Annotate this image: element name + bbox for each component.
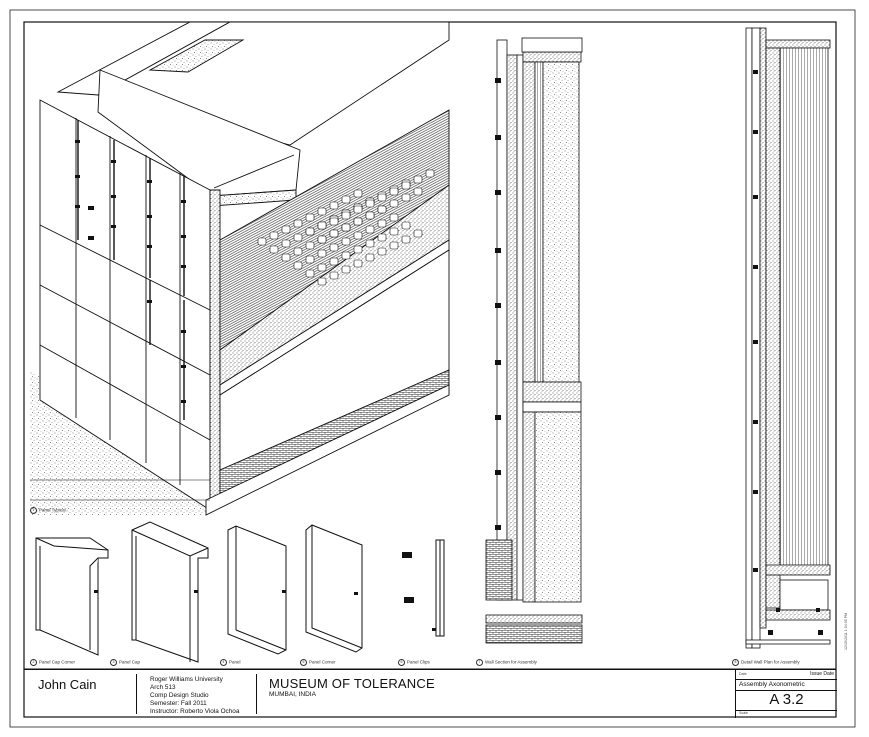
- title-block: John Cain Roger Williams University Arch…: [24, 669, 837, 718]
- author-name: John Cain: [38, 677, 97, 692]
- sheet-stamp: Date Issue Date Assembly Axonometric A 3…: [735, 670, 837, 718]
- scale-label: Scale: [739, 711, 748, 715]
- divider: [736, 690, 837, 691]
- divider: [736, 679, 837, 680]
- issue-date-label: Issue Date: [810, 671, 834, 677]
- divider: [136, 674, 137, 714]
- plot-timestamp: 12/15/2011 1:04:05 PM: [844, 612, 848, 650]
- course-info: Roger Williams University Arch 513 Comp …: [150, 676, 240, 715]
- project-location: MUMBAI, INDIA: [269, 691, 316, 698]
- sheet-number: A 3.2: [769, 691, 804, 708]
- wall-plan: [745, 27, 831, 649]
- sheet-title: Assembly Axonometric: [739, 681, 805, 688]
- divider: [736, 710, 837, 711]
- date-label: Date: [739, 672, 747, 676]
- wall-section: [485, 37, 583, 644]
- axonometric-view: [30, 21, 450, 516]
- divider: [256, 674, 257, 714]
- project-title: MUSEUM OF TOLERANCE: [269, 676, 435, 691]
- panel-components: [35, 521, 445, 663]
